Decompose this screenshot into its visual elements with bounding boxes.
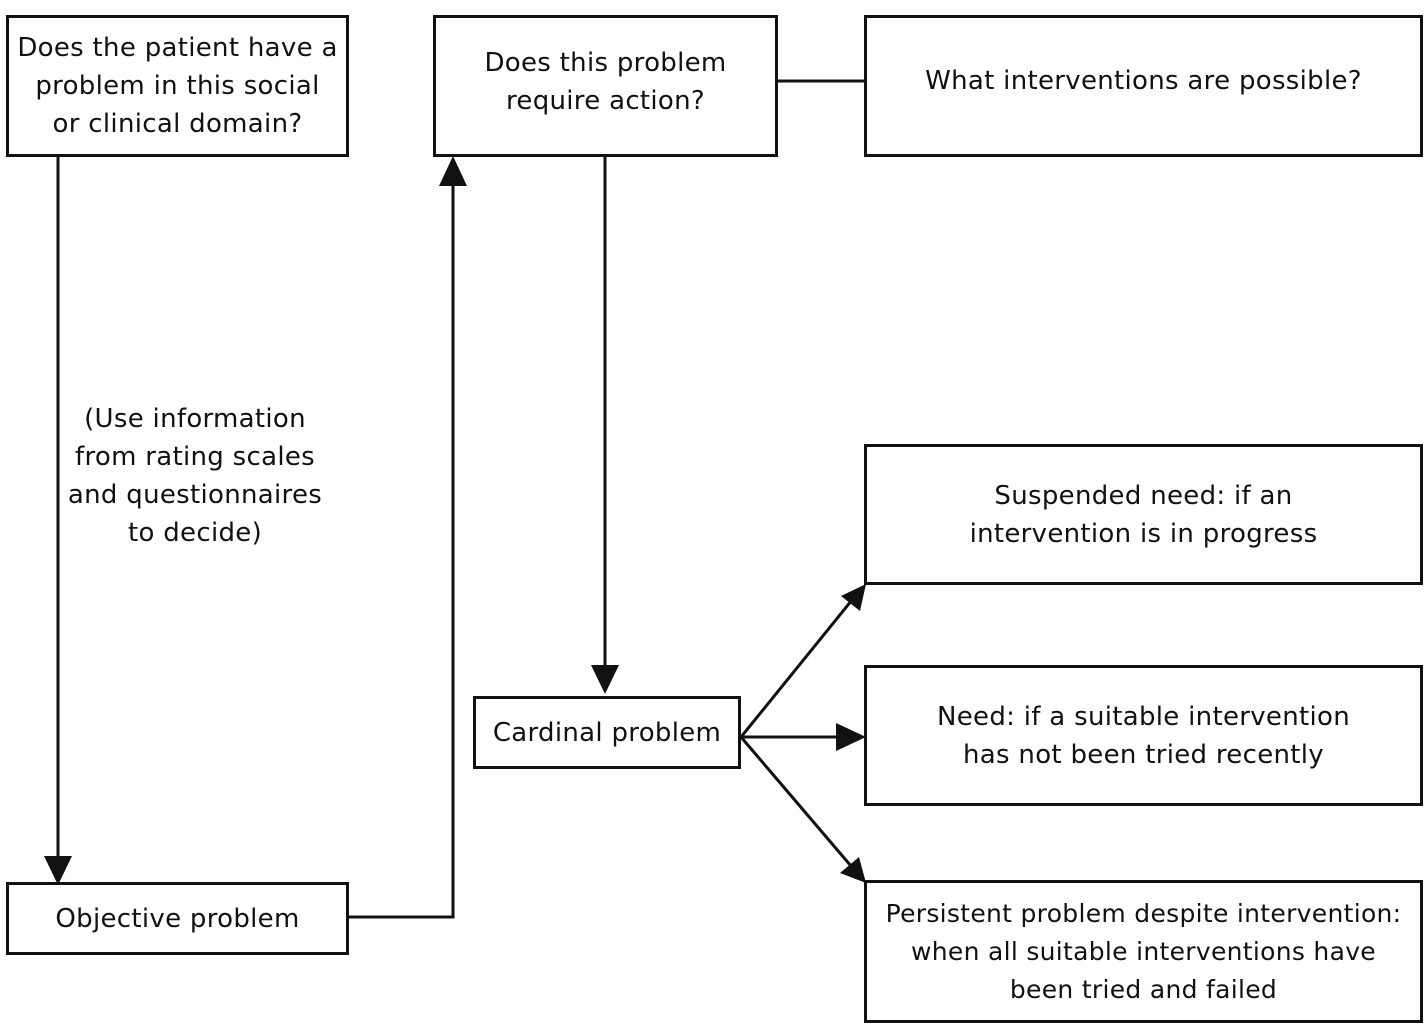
- arrowhead-need: [836, 723, 866, 751]
- patient-problem-text: Does the patient have a problem in this …: [17, 29, 337, 143]
- suspended-need-line-1: Suspended need: if an: [994, 480, 1293, 511]
- require-action-box: Does this problem require action?: [433, 15, 778, 157]
- persistent-problem-line-3: been tried and failed: [1009, 974, 1278, 1004]
- patient-problem-box: Does the patient have a problem in this …: [6, 15, 349, 157]
- arrow-cardinal-to-suspended: [739, 599, 854, 738]
- cardinal-problem-box: Cardinal problem: [473, 696, 741, 769]
- need-line-1: Need: if a suitable intervention: [936, 701, 1351, 732]
- need-box: Need: if a suitable intervention has not…: [864, 665, 1423, 806]
- patient-problem-line-2: problem in this social: [35, 71, 320, 101]
- arrow-cardinal-to-persistent: [739, 736, 853, 867]
- need-line-2: has not been tried recently: [963, 739, 1324, 770]
- cardinal-problem-line-1: Cardinal problem: [492, 717, 722, 748]
- arrowhead-objective: [44, 856, 72, 885]
- interventions-possible-box: What interventions are possible?: [864, 15, 1423, 157]
- arrow-objective-to-action: [349, 182, 455, 919]
- require-action-line-1: Does this problem: [484, 48, 727, 78]
- arrowhead-action: [439, 156, 467, 186]
- arrowhead-cardinal: [591, 665, 619, 694]
- arrowhead-suspended: [841, 584, 866, 611]
- cardinal-problem-text: Cardinal problem: [493, 714, 721, 752]
- suspended-need-box: Suspended need: if an intervention is in…: [864, 444, 1423, 585]
- suspended-need-text: Suspended need: if an intervention is in…: [970, 477, 1318, 553]
- annotation-line-4: to decide): [127, 518, 263, 548]
- require-action-line-2: require action?: [505, 86, 706, 116]
- suspended-need-line-2: intervention is in progress: [969, 518, 1318, 549]
- persistent-problem-box: Persistent problem despite intervention:…: [864, 880, 1423, 1023]
- persistent-problem-text: Persistent problem despite intervention:…: [886, 895, 1402, 1009]
- interventions-possible-line-1: What interventions are possible?: [925, 66, 1362, 96]
- annotation-line-2: from rating scales: [75, 442, 315, 472]
- interventions-possible-text: What interventions are possible?: [925, 62, 1362, 100]
- objective-problem-text: Objective problem: [55, 900, 299, 938]
- persistent-problem-line-1: Persistent problem despite intervention:: [885, 898, 1402, 928]
- arrowhead-persistent: [840, 857, 866, 883]
- objective-problem-box: Objective problem: [6, 882, 349, 955]
- patient-problem-line-1: Does the patient have a: [17, 33, 338, 63]
- require-action-text: Does this problem require action?: [484, 44, 726, 120]
- annotation-line-3: and questionnaires: [67, 480, 323, 510]
- annotation-line-1: (Use information: [84, 404, 306, 434]
- patient-problem-line-3: or clinical domain?: [52, 109, 303, 139]
- persistent-problem-line-2: when all suitable interventions have: [911, 936, 1376, 966]
- rating-scales-annotation: (Use information from rating scales and …: [40, 400, 350, 552]
- need-text: Need: if a suitable intervention has not…: [937, 698, 1350, 774]
- objective-problem-line-1: Objective problem: [55, 903, 300, 934]
